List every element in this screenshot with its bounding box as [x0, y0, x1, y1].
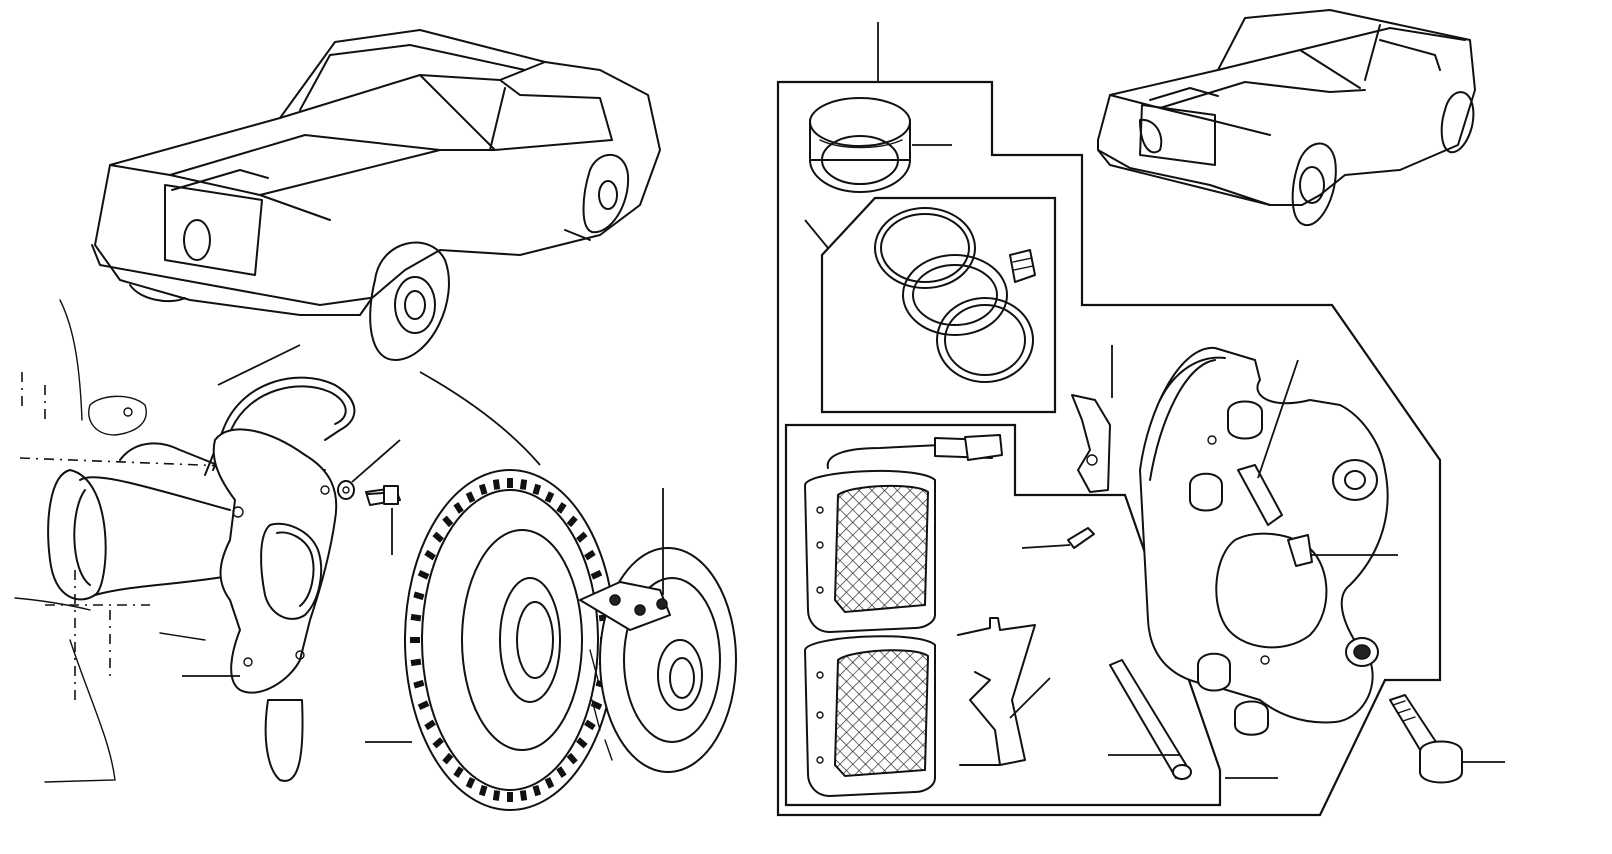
- disc-vent: [424, 549, 436, 561]
- caliper: [1139, 346, 1389, 736]
- seal-kit-box: [820, 196, 1057, 414]
- seal-kit: [874, 207, 1036, 383]
- piston: [809, 97, 911, 193]
- leader-line: [1257, 359, 1299, 479]
- disc-vent: [566, 752, 578, 765]
- disc-vent: [519, 479, 528, 490]
- disc-vent: [576, 737, 588, 749]
- disc-vent: [413, 591, 425, 601]
- disc-vent: [544, 777, 555, 789]
- disc-vent: [453, 766, 464, 778]
- leader-line: [419, 371, 541, 466]
- disc-vent: [478, 784, 488, 797]
- disc-vent: [453, 502, 464, 514]
- assembly-box: [776, 80, 1442, 817]
- leader-line: [351, 439, 401, 483]
- bolt: [365, 485, 401, 506]
- disc-vent: [556, 766, 567, 778]
- guide-pin: [1109, 659, 1192, 780]
- left-car-overview: [91, 29, 661, 361]
- brake-pad: [804, 635, 936, 797]
- retaining-clip: [1067, 527, 1095, 549]
- disc-vent: [519, 790, 528, 801]
- disc-vent: [584, 719, 596, 731]
- wear-sensor: [826, 434, 1003, 469]
- disc-vent: [576, 531, 588, 543]
- dust-shield: [204, 376, 356, 782]
- disc-vent: [417, 700, 430, 711]
- disc-vent: [465, 491, 476, 503]
- disc-vent: [442, 515, 454, 528]
- disc-vent: [432, 531, 444, 543]
- mounting-bolt: [1389, 694, 1463, 784]
- leader-line: [804, 219, 829, 249]
- disc-vent: [432, 737, 444, 749]
- brake-pad: [804, 469, 936, 633]
- disc-vent: [584, 549, 596, 561]
- disc-vent: [492, 790, 501, 801]
- pad-spring: [957, 617, 1036, 766]
- anti-rattle-spring: [1071, 394, 1111, 493]
- disc-vent: [410, 658, 422, 667]
- disc-vent: [532, 784, 542, 797]
- disc-vent: [424, 719, 436, 731]
- disc-vent: [532, 483, 542, 496]
- nut: [337, 480, 355, 500]
- disc-vent: [556, 502, 567, 514]
- brake-disc: [404, 469, 616, 811]
- right-car-overview: [1097, 9, 1476, 227]
- disc-vent: [410, 613, 422, 622]
- disc-vent: [492, 479, 501, 490]
- disc-vent: [566, 515, 578, 528]
- disc-vent: [478, 483, 488, 496]
- disc-vent: [413, 679, 425, 689]
- disc-vent: [465, 777, 476, 789]
- disc-vent: [417, 569, 430, 580]
- leader-line: [1021, 544, 1071, 549]
- disc-vent: [590, 569, 603, 580]
- leader-line: [1009, 677, 1051, 719]
- disc-vent: [544, 491, 555, 503]
- hub: [579, 547, 737, 773]
- disc-vent: [442, 752, 454, 765]
- leader-line: [217, 344, 301, 386]
- subframe-outline: [14, 299, 331, 783]
- stub-axle: [47, 442, 236, 601]
